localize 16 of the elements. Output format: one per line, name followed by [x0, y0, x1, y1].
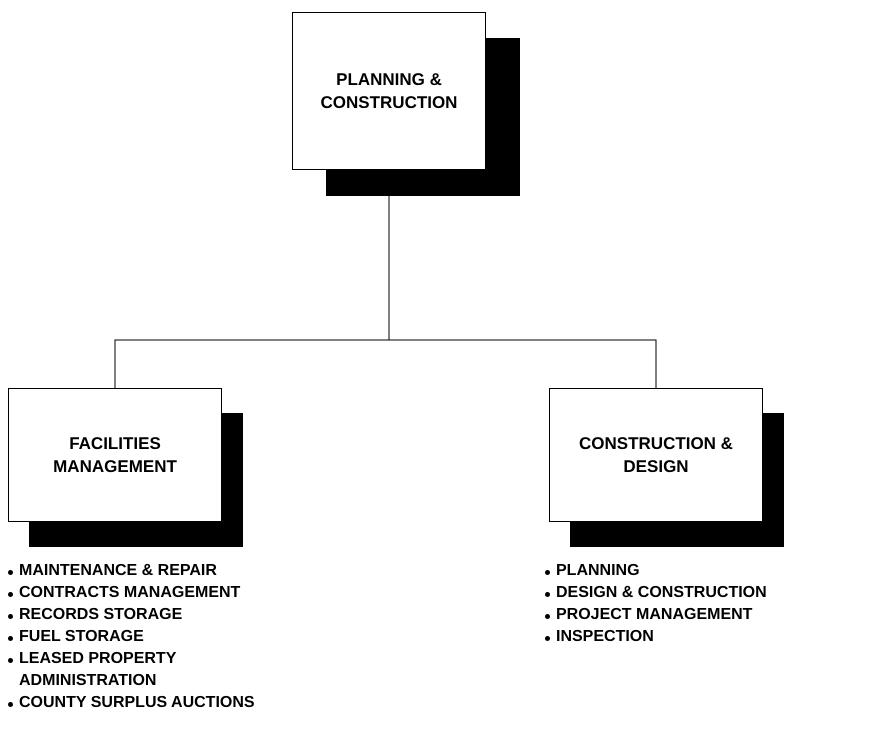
org-box [292, 12, 486, 170]
list-item: PROJECT MANAGEMENT [556, 605, 752, 625]
list-item: RECORDS STORAGE [19, 605, 182, 625]
list-item: MAINTENANCE & REPAIR [19, 561, 217, 581]
list-item: COUNTY SURPLUS AUCTIONS [19, 693, 255, 713]
list-item: PLANNING [556, 561, 640, 581]
box-title: PLANNING & CONSTRUCTION [320, 69, 458, 114]
box-title: FACILITIES MANAGEMENT [52, 433, 178, 478]
list-item: CONTRACTS MANAGEMENT [19, 583, 240, 603]
list-item: DESIGN & CONSTRUCTION [556, 583, 767, 603]
list-item: LEASED PROPERTY ADMINISTRATION [19, 649, 178, 691]
list-item: FUEL STORAGE [19, 627, 144, 647]
list-item: INSPECTION [556, 627, 654, 647]
box-title: CONSTRUCTION & DESIGN [578, 433, 734, 478]
org-box [549, 388, 763, 522]
org-box [8, 388, 222, 522]
